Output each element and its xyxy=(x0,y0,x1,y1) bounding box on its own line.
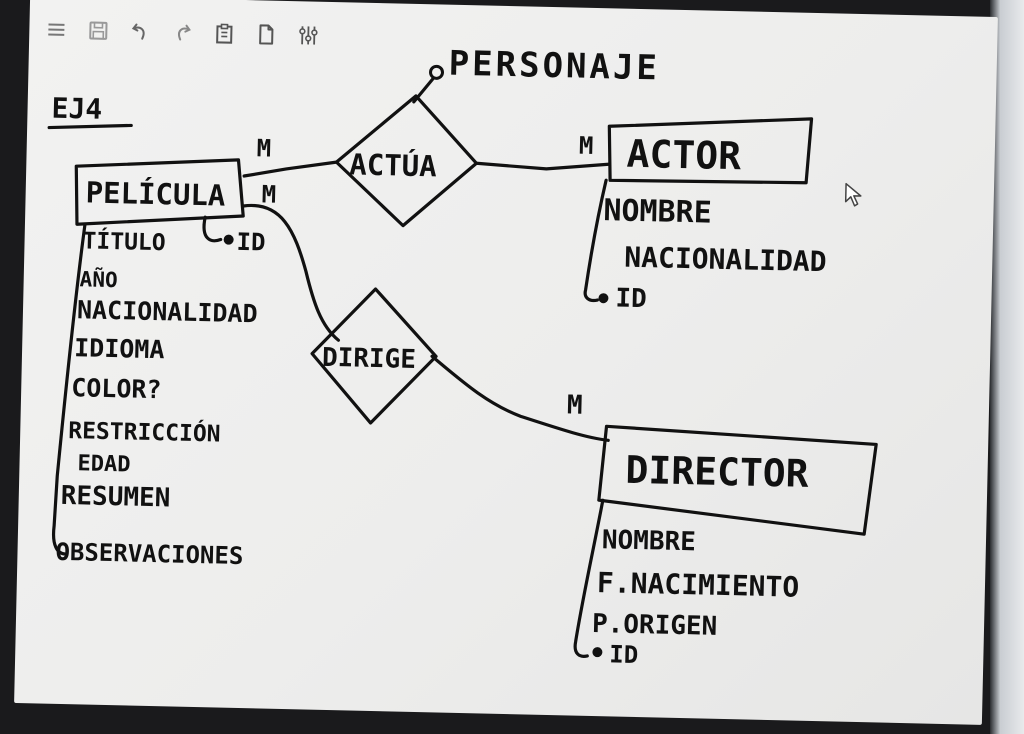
undo-icon xyxy=(131,23,145,40)
director-attr: NOMBRE xyxy=(602,525,697,557)
entity-actor: ACTOR xyxy=(626,132,741,179)
pelicula-key-link xyxy=(202,215,223,243)
menu-icon xyxy=(48,23,65,36)
pointer-icon xyxy=(844,182,862,207)
pelicula-attr: NACIONALIDAD xyxy=(77,295,258,328)
cardinality-label: M xyxy=(579,132,594,160)
redo-button[interactable] xyxy=(167,17,198,48)
director-key-dot xyxy=(592,647,603,658)
relation-dirige: DIRIGE xyxy=(322,343,417,375)
pelicula-attr: RESUMEN xyxy=(60,481,170,513)
save-button[interactable] xyxy=(83,15,114,46)
attribute-circle xyxy=(429,64,445,80)
monitor-edge xyxy=(990,0,1024,734)
clipboard-button[interactable] xyxy=(209,18,240,49)
pelicula-attr: OBSERVACIONES xyxy=(55,538,243,570)
settings-sliders-icon xyxy=(299,26,318,45)
cardinality-label: M xyxy=(256,134,271,162)
pelicula-attr: AÑO xyxy=(79,266,117,292)
director-attr: F.NACIMIENTO xyxy=(597,566,800,604)
entity-director-box xyxy=(597,424,878,536)
entity-pelicula-box xyxy=(74,158,245,226)
relation-dirige-diamond xyxy=(310,287,438,425)
redo-icon xyxy=(178,24,191,41)
director-attr: P.ORIGEN xyxy=(592,609,718,642)
actor-attributes: NOMBRE NACIONALIDAD ID xyxy=(598,193,827,314)
entity-pelicula: PELÍCULA xyxy=(85,175,225,212)
entity-actor-box xyxy=(607,117,814,185)
whiteboard-toolbar xyxy=(41,7,402,59)
new-page-icon xyxy=(259,24,274,45)
link-actua-actor xyxy=(474,161,611,171)
pelicula-attr: COLOR? xyxy=(71,373,162,404)
pelicula-attribute-spine xyxy=(51,222,87,556)
undo-button[interactable] xyxy=(125,16,156,47)
attribute-personaje: PERSONAJE xyxy=(448,44,660,89)
link-dirige-director xyxy=(430,354,610,442)
pelicula-attributes: TÍTULO AÑO NACIONALIDAD IDIOMA COLOR? RE… xyxy=(55,226,258,570)
actor-attr: NOMBRE xyxy=(603,193,712,230)
actor-attr: ID xyxy=(615,283,647,314)
actor-attr: NACIONALIDAD xyxy=(624,241,827,279)
mouse-cursor xyxy=(843,182,866,212)
actor-attribute-spine xyxy=(583,178,608,303)
clipboard-icon xyxy=(216,23,233,44)
cardinality-label: M xyxy=(261,180,276,208)
entity-director: DIRECTOR xyxy=(625,448,809,496)
pelicula-attr: RESTRICCIÓN xyxy=(68,416,221,447)
cardinality-label: M xyxy=(567,390,583,420)
director-attributes: NOMBRE F.NACIMIENTO P.ORIGEN ID xyxy=(592,525,800,669)
new-page-button[interactable] xyxy=(251,19,282,50)
exercise-underline xyxy=(47,123,133,130)
menu-button[interactable] xyxy=(41,14,72,45)
drawing-canvas[interactable]: EJ4 PERSONAJE ACTÚA DIRIGE PELÍCULA ID T… xyxy=(14,0,998,725)
link-pelicula-actua xyxy=(242,160,339,178)
actor-key-dot xyxy=(598,293,609,304)
whiteboard-screen: EJ4 PERSONAJE ACTÚA DIRIGE PELÍCULA ID T… xyxy=(14,0,998,725)
save-icon xyxy=(89,21,108,40)
director-attribute-spine xyxy=(573,498,605,658)
settings-button[interactable] xyxy=(293,20,324,51)
relation-actua: ACTÚA xyxy=(349,147,437,183)
pelicula-attr: IDIOMA xyxy=(74,333,165,364)
pelicula-key: ID xyxy=(236,228,266,257)
director-attr: ID xyxy=(609,640,639,669)
pelicula-key-dot xyxy=(223,234,234,245)
pelicula-attr: TÍTULO xyxy=(82,226,166,256)
pelicula-attr: EDAD xyxy=(77,451,131,477)
exercise-label: EJ4 xyxy=(51,92,102,126)
link-pelicula-dirige xyxy=(241,203,341,342)
